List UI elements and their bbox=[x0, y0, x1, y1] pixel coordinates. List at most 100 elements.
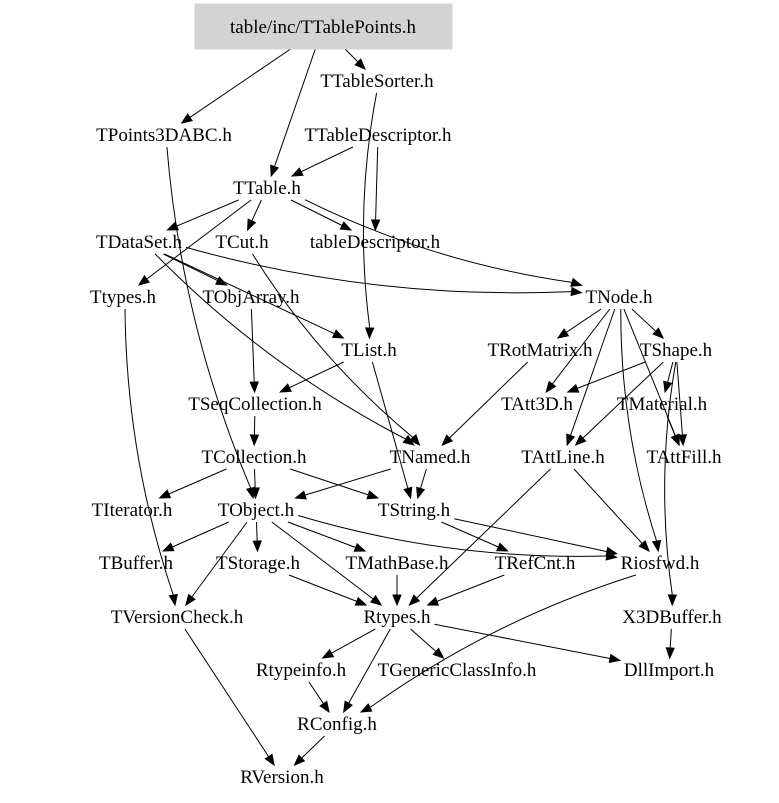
node-label: TStorage.h bbox=[216, 553, 300, 574]
node-label: Rtypes.h bbox=[363, 607, 431, 628]
arrowhead-icon bbox=[264, 753, 275, 767]
node-TGenericClassInfo[interactable]: TGenericClassInfo.h bbox=[378, 660, 537, 681]
node-TBuffer[interactable]: TBuffer.h bbox=[99, 553, 174, 574]
node-X3DBuffer[interactable]: X3DBuffer.h bbox=[622, 607, 722, 628]
node-label: TAttLine.h bbox=[521, 447, 605, 468]
edge-TRotMatrix-to-TNamed bbox=[449, 361, 529, 439]
node-TCollection[interactable]: TCollection.h bbox=[201, 447, 307, 468]
node-TDataSet[interactable]: TDataSet.h bbox=[96, 232, 183, 253]
edge-TShape-to-TAttLine bbox=[582, 361, 664, 439]
arrowhead-icon bbox=[663, 380, 673, 394]
node-TCut[interactable]: TCut.h bbox=[215, 232, 269, 253]
edge-TList-to-TSeqCollection bbox=[289, 361, 344, 389]
node-TShape[interactable]: TShape.h bbox=[640, 340, 713, 361]
node-TList[interactable]: TList.h bbox=[341, 340, 397, 361]
node-RVersion[interactable]: RVersion.h bbox=[240, 767, 324, 788]
node-label: Riosfwd.h bbox=[621, 553, 700, 574]
edge-TObject-to-TStorage bbox=[256, 521, 258, 542]
node-label: TTableSorter.h bbox=[320, 71, 434, 92]
node-TNamed[interactable]: TNamed.h bbox=[390, 447, 471, 468]
arrowhead-icon bbox=[331, 329, 345, 339]
edge-TString-to-Riosfwd bbox=[454, 518, 608, 553]
node-label: TSeqCollection.h bbox=[188, 394, 322, 415]
node-tableDescriptor[interactable]: tableDescriptor.h bbox=[310, 232, 441, 253]
arrowhead-icon bbox=[409, 433, 421, 447]
edges-layer bbox=[124, 38, 687, 767]
node-TRefCnt[interactable]: TRefCnt.h bbox=[495, 553, 576, 574]
arrowhead-icon bbox=[665, 647, 675, 660]
arrowhead-icon bbox=[652, 327, 665, 339]
node-TMaterial[interactable]: TMaterial.h bbox=[617, 394, 708, 415]
node-TAtt3D[interactable]: TAtt3D.h bbox=[501, 394, 573, 415]
node-TStorage[interactable]: TStorage.h bbox=[216, 553, 300, 574]
node-TAttFill[interactable]: TAttFill.h bbox=[646, 447, 722, 468]
edge-TString-to-TRefCnt bbox=[441, 521, 499, 548]
node-Rtypes[interactable]: Rtypes.h bbox=[363, 607, 431, 628]
node-TTableDescriptor[interactable]: TTableDescriptor.h bbox=[305, 125, 452, 146]
arrowhead-icon bbox=[359, 703, 373, 713]
arrowhead-icon bbox=[161, 542, 175, 552]
arrowhead-icon bbox=[566, 383, 580, 393]
arrowhead-icon bbox=[667, 594, 678, 607]
edge-TStorage-to-Rtypes bbox=[288, 574, 357, 602]
arrowhead-icon bbox=[270, 164, 280, 178]
edge-TObjArray-to-TSeqCollection bbox=[250, 308, 255, 383]
arrowhead-icon bbox=[570, 286, 583, 297]
node-TAttLine[interactable]: TAttLine.h bbox=[521, 447, 605, 468]
edge-TShape-to-TMaterial bbox=[667, 361, 674, 383]
node-TTable[interactable]: TTable.h bbox=[233, 178, 301, 199]
node-TSeqCollection[interactable]: TSeqCollection.h bbox=[188, 394, 322, 415]
node-TIterator[interactable]: TIterator.h bbox=[92, 500, 173, 521]
arrowhead-icon bbox=[366, 490, 380, 500]
node-label: TCollection.h bbox=[201, 447, 307, 468]
node-TTableSorter[interactable]: TTableSorter.h bbox=[320, 71, 434, 92]
arrowhead-icon bbox=[354, 58, 366, 70]
arrowhead-icon bbox=[166, 221, 179, 231]
node-label: TAtt3D.h bbox=[501, 394, 573, 415]
arrowhead-icon bbox=[354, 596, 368, 606]
arrowhead-icon bbox=[252, 540, 262, 553]
edge-Rtypes-to-RConfig bbox=[348, 628, 391, 704]
node-label: TCut.h bbox=[215, 232, 269, 253]
edge-TNode-to-TRotMatrix bbox=[565, 308, 602, 333]
edge-TCollection-to-TString bbox=[290, 468, 369, 496]
node-label: TMaterial.h bbox=[617, 394, 708, 415]
node-TObjArray[interactable]: TObjArray.h bbox=[202, 287, 300, 308]
arrowhead-icon bbox=[249, 381, 259, 394]
node-label: TObject.h bbox=[218, 500, 295, 521]
node-Ttypes[interactable]: Ttypes.h bbox=[90, 287, 156, 308]
node-TVersionCheck[interactable]: TVersionCheck.h bbox=[111, 607, 244, 628]
arrowhead-icon bbox=[574, 434, 587, 446]
node-TMathBase[interactable]: TMathBase.h bbox=[346, 553, 449, 574]
node-label: TVersionCheck.h bbox=[111, 607, 244, 628]
edge-Rtypes-to-TGenericClassInfo bbox=[410, 628, 437, 652]
node-label: TNode.h bbox=[585, 287, 653, 308]
arrowhead-icon bbox=[249, 434, 260, 447]
nodes-layer: table/inc/TTablePoints.hTTableSorter.hTP… bbox=[90, 3, 722, 788]
node-TRotMatrix[interactable]: TRotMatrix.h bbox=[487, 340, 593, 361]
node-label: TTable.h bbox=[233, 178, 301, 199]
edge-TTable-to-tableDescriptor bbox=[290, 199, 343, 226]
edge-TNode-to-TShape bbox=[631, 308, 657, 332]
node-TPoints3DABC[interactable]: TPoints3DABC.h bbox=[96, 125, 232, 146]
node-Riosfwd[interactable]: Riosfwd.h bbox=[621, 553, 700, 574]
edge-Riosfwd-to-RConfig bbox=[369, 574, 637, 708]
edge-RConfig-to-RVersion bbox=[301, 735, 325, 759]
node-label: TNamed.h bbox=[390, 447, 471, 468]
node-TString[interactable]: TString.h bbox=[378, 500, 451, 521]
node-RConfig[interactable]: RConfig.h bbox=[297, 714, 377, 735]
edge-TCollection-to-TObject bbox=[254, 468, 256, 489]
arrowhead-icon bbox=[608, 653, 622, 664]
edge-TObject-to-Rtypes bbox=[271, 521, 374, 600]
node-TObject[interactable]: TObject.h bbox=[218, 500, 295, 521]
arrowhead-icon bbox=[496, 542, 509, 552]
edge-TObject-to-Riosfwd bbox=[297, 515, 607, 557]
edge-TMaterial-to-TAttFill bbox=[666, 415, 676, 436]
arrowhead-icon bbox=[319, 700, 330, 714]
arrowhead-icon bbox=[137, 274, 151, 286]
node-TTablePoints[interactable]: table/inc/TTablePoints.h bbox=[194, 3, 453, 50]
node-DllImport[interactable]: DllImport.h bbox=[624, 660, 715, 681]
node-TNode[interactable]: TNode.h bbox=[585, 287, 653, 308]
node-Rtypeinfo[interactable]: Rtypeinfo.h bbox=[256, 660, 347, 681]
arrowhead-icon bbox=[370, 219, 381, 232]
